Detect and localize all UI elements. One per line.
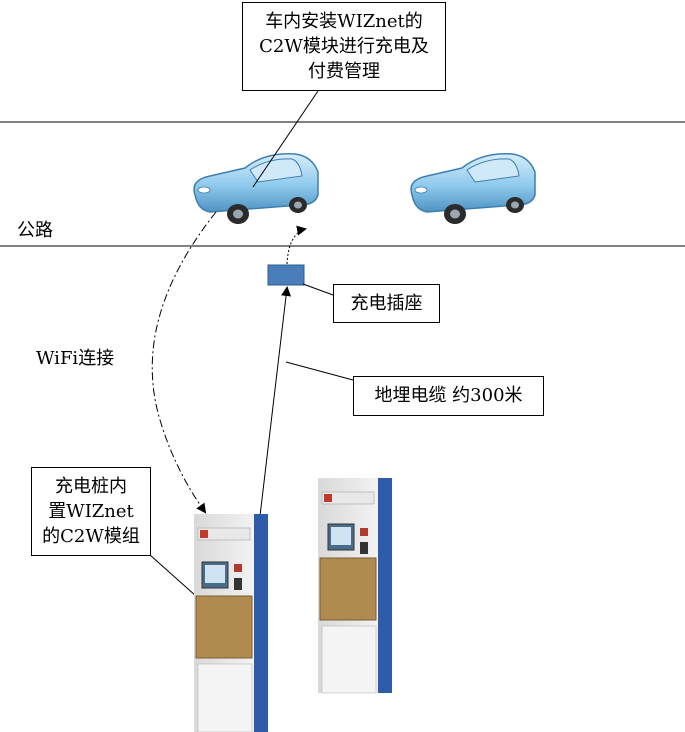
cable-callout-leader bbox=[285, 361, 354, 381]
car-callout-leader bbox=[252, 90, 319, 188]
car-icon bbox=[193, 153, 319, 224]
car-callout-line-2: C2W模块进行充电及 bbox=[259, 36, 429, 57]
pile-callout-line-1: 充电桩内 bbox=[55, 476, 127, 497]
wifi-label: WiFi连接 bbox=[36, 348, 115, 369]
socket-callout: 充电插座 bbox=[333, 284, 440, 323]
car-icon bbox=[410, 153, 536, 224]
car-module-callout: 车内安装WIZnet的 C2W模块进行充电及 付费管理 bbox=[242, 2, 446, 91]
pile-callout-leader bbox=[149, 554, 197, 597]
cable-callout: 地埋电缆 约300米 bbox=[353, 376, 544, 416]
cable-callout-text: 地埋电缆 约300米 bbox=[374, 385, 523, 406]
pile-module-callout: 充电桩内 置WIZnet 的C2W模组 bbox=[31, 467, 151, 556]
car-callout-line-3: 付费管理 bbox=[308, 61, 380, 82]
wifi-arrow bbox=[151, 211, 217, 514]
socket-to-car-arrow bbox=[286, 225, 307, 265]
socket-callout-leader bbox=[302, 283, 334, 296]
car-callout-line-1: 车内安装WIZnet的 bbox=[265, 11, 423, 32]
pile-callout-line-2: 置WIZnet bbox=[48, 501, 134, 522]
socket-callout-text: 充电插座 bbox=[350, 293, 423, 314]
road-label: 公路 bbox=[17, 220, 53, 241]
socket-icon bbox=[267, 264, 305, 286]
charging-pile-icon bbox=[318, 478, 392, 694]
cable-arrow bbox=[259, 286, 292, 517]
charging-pile-icon bbox=[194, 514, 268, 732]
pile-callout-line-3: 的C2W模组 bbox=[42, 526, 140, 547]
